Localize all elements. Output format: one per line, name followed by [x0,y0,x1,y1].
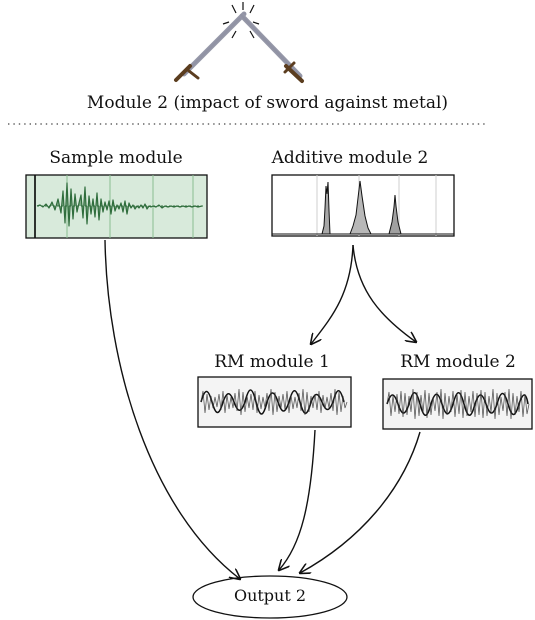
sample-module-label: Sample module [49,148,183,168]
arrow-sample-to-output [104,239,240,579]
rm-module-2-box [382,378,533,430]
rm-module-1-label: RM module 1 [214,352,330,372]
output-node [192,575,348,619]
rm-module-1-box [197,376,352,428]
spectral-peak-2 [349,180,372,235]
arrow-additive-to-rm1 [311,244,354,344]
sample-module-box [25,174,208,239]
output-label: Output 2 [233,586,307,605]
arrow-additive-to-rm2 [352,244,416,342]
additive-module-label: Additive module 2 [271,148,429,168]
arrow-rm2-to-output [300,431,421,573]
spectral-peak-3 [388,194,402,235]
additive-module-box [271,174,455,237]
crossed-swords-icon [174,2,304,83]
diagram-title: Module 2 (impact of sword against metal) [86,93,449,113]
arrow-rm1-to-output [279,429,316,570]
spectral-peak-1 [321,181,331,235]
rm-module-2-label: RM module 2 [400,352,516,372]
